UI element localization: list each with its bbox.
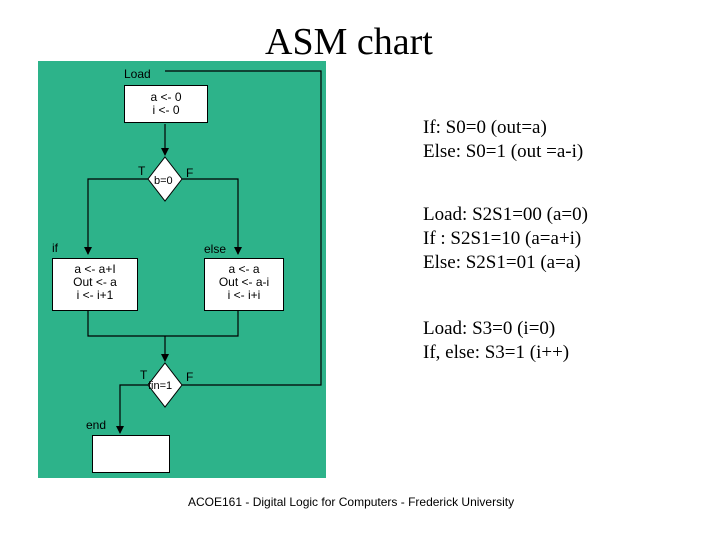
if-action-line: Out <- a — [73, 275, 117, 289]
state-label-end: end — [86, 418, 107, 432]
decision1-false-label: F — [186, 166, 194, 180]
else-action-line: a <- a — [228, 262, 260, 276]
notes-counter-encoding: Load: S3=0 (i=0) If, else: S3=1 (i++) — [423, 317, 569, 365]
flow-line-false-loop — [165, 70, 322, 386]
flow-line-if-merge — [87, 311, 165, 337]
state-label-if: if — [52, 241, 58, 255]
if-action-line: a <- a+I — [74, 262, 116, 276]
slide-title: ASM chart — [265, 21, 433, 63]
asm-flow-lines — [84, 70, 322, 434]
note-line: Else: S2S1=01 (a=a) — [423, 252, 581, 273]
decision1-true-label: T — [138, 164, 146, 178]
flow-arrow-true-to-if — [84, 178, 148, 255]
end-action-box — [92, 435, 170, 473]
if-action-line: i <- i+1 — [76, 288, 114, 302]
notes-mux-encoding: Load: S2S1=00 (a=0) If : S2S1=10 (a=a+i)… — [423, 203, 588, 275]
note-line: If: S0=0 (out=a) — [423, 117, 547, 138]
else-action-line: i <- i+i — [227, 288, 261, 302]
state-label-load: Load — [124, 67, 151, 81]
else-action-box: a <- a Out <- a-i i <- i+i — [204, 258, 284, 311]
flow-arrow-true-to-end — [116, 384, 148, 434]
asm-chart: Load a <- 0 i <- 0 b=0 T F if else a <- … — [38, 61, 326, 478]
slide-footer: ACOE161 - Digital Logic for Computers - … — [188, 495, 515, 509]
decision-diamond-fin — [147, 362, 183, 408]
note-line: Load: S3=0 (i=0) — [423, 318, 556, 339]
note-line: If : S2S1=10 (a=a+i) — [423, 228, 582, 249]
flow-arrow-false-to-else — [182, 178, 242, 255]
decision2-true-label: T — [140, 368, 148, 382]
note-line: Else: S0=1 (out =a-i) — [423, 141, 584, 162]
state-label-else: else — [204, 242, 227, 256]
load-action-line: a <- 0 — [150, 90, 182, 104]
decision1-condition: b=0 — [154, 175, 173, 187]
note-line: Load: S2S1=00 (a=0) — [423, 204, 588, 225]
decision2-false-label: F — [186, 370, 194, 384]
note-line: If, else: S3=1 (i++) — [423, 342, 570, 363]
load-action-box: a <- 0 i <- 0 — [124, 85, 208, 123]
if-action-box: a <- a+I Out <- a i <- i+1 — [52, 258, 138, 311]
flow-line-else-merge — [165, 311, 239, 337]
decision2-condition: fin=1 — [148, 380, 173, 392]
load-action-line: i <- 0 — [152, 103, 180, 117]
decision-diamond-b — [147, 156, 183, 202]
notes-output-encoding: If: S0=0 (out=a) Else: S0=1 (out =a-i) — [423, 116, 583, 164]
else-action-line: Out <- a-i — [218, 275, 270, 289]
